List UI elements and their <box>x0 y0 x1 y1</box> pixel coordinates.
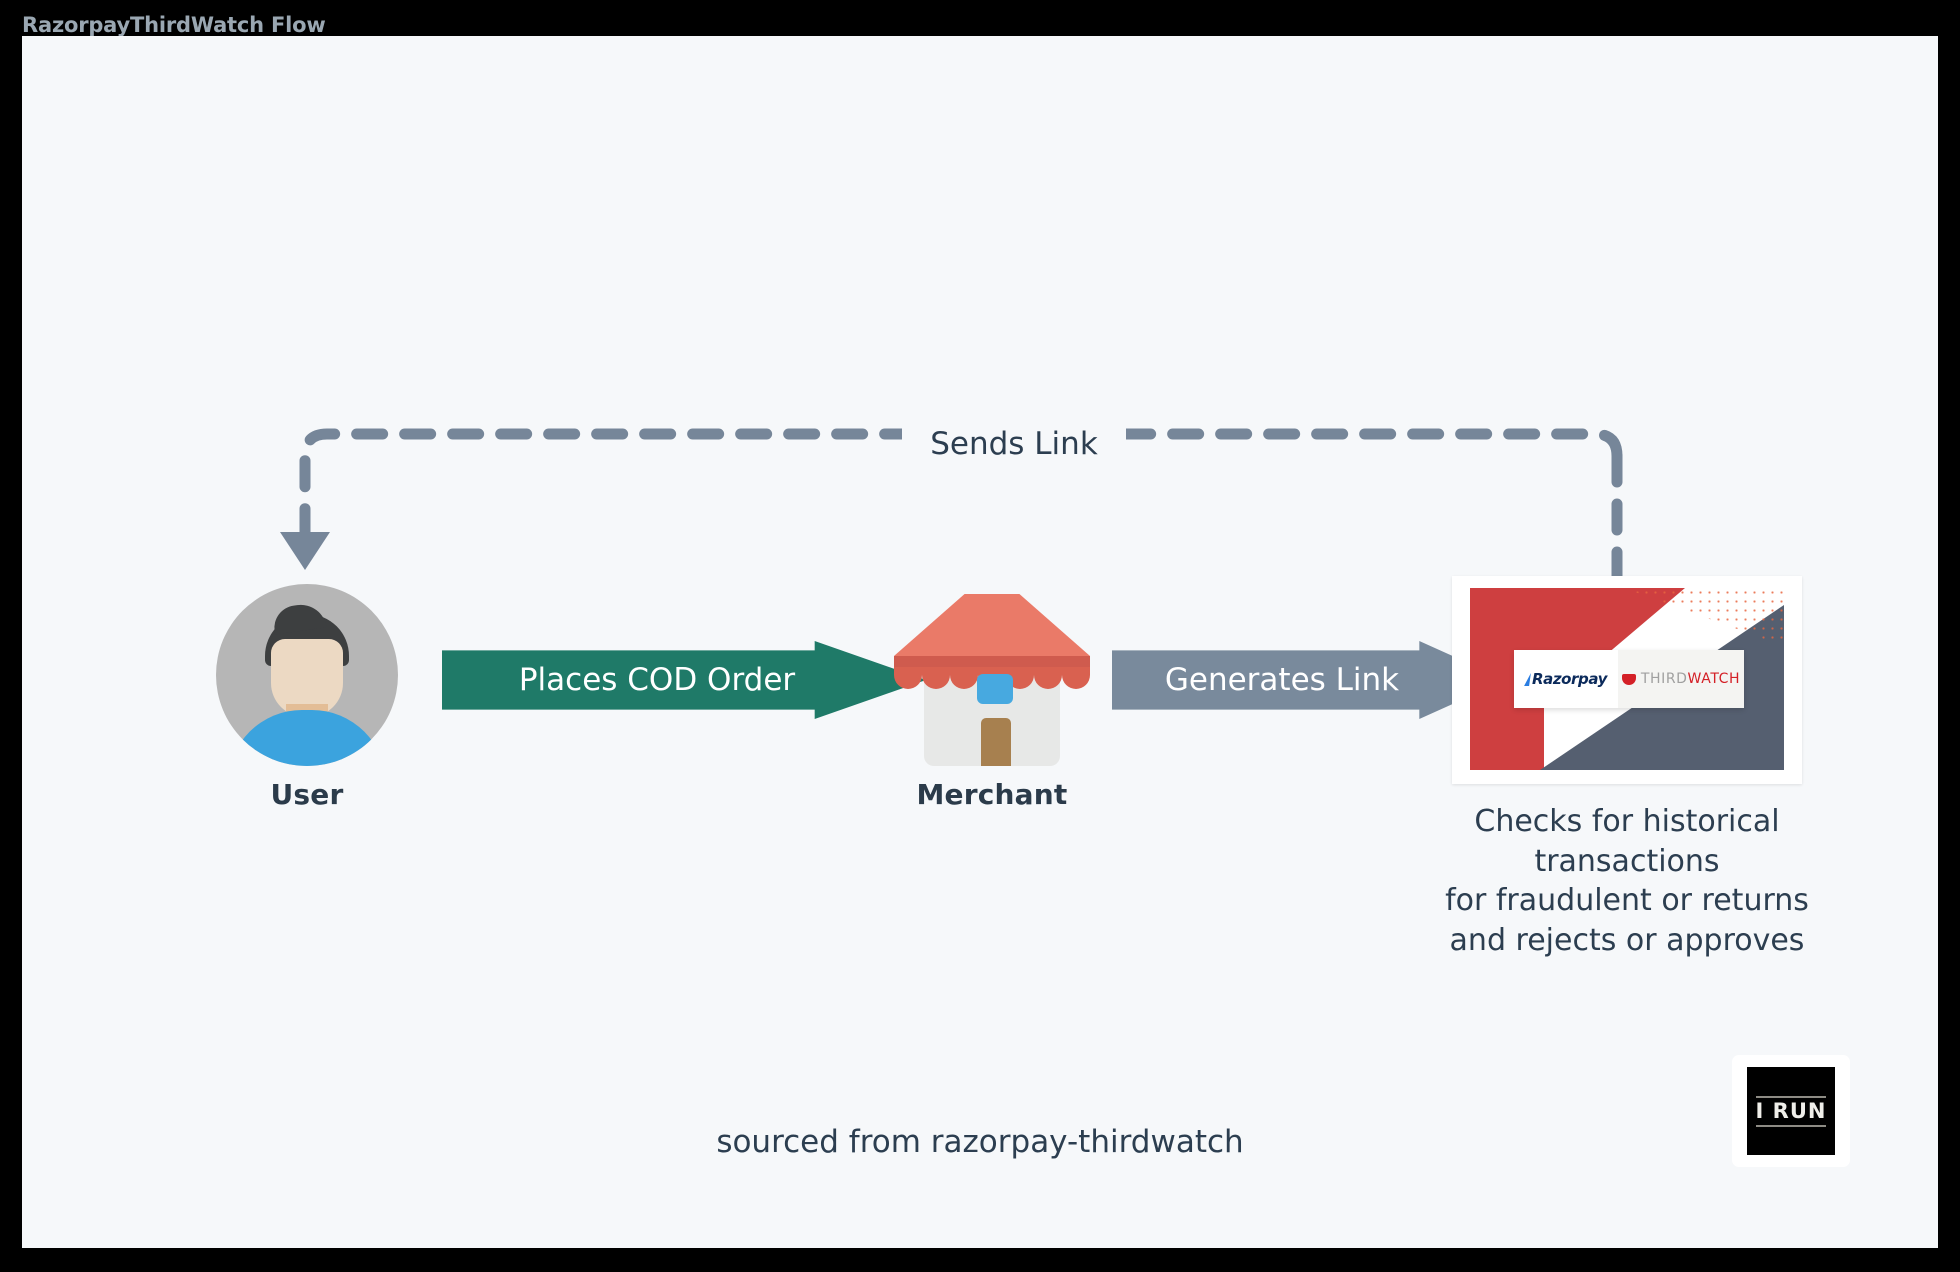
shop-door <box>981 718 1011 766</box>
thirdwatch-wordmark-a: THIRD <box>1640 671 1688 687</box>
shop-awning-roof <box>894 594 1090 656</box>
diagram-canvas: Sends Link Places COD Order Generates Li… <box>22 36 1938 1248</box>
thirdwatch-mark-icon <box>1621 673 1636 685</box>
edge-generates-link-label: Generates Link <box>1164 662 1400 698</box>
avatar-shirt <box>228 710 386 766</box>
window-title: RazorpayThirdWatch Flow <box>22 13 326 37</box>
razorpay-wordmark: Razorpay <box>1531 670 1608 688</box>
edge-generates-link[interactable]: Generates Link <box>1112 641 1506 719</box>
source-note: sourced from razorpay-thirdwatch <box>716 1124 1244 1160</box>
user-avatar-icon <box>216 584 398 766</box>
shop-storefront-icon <box>882 584 1102 766</box>
razorpay-logo: Razorpay <box>1514 650 1618 708</box>
i-run-badge-text: I RUN <box>1755 1095 1827 1127</box>
node-user[interactable]: User <box>212 584 402 811</box>
sends-link-label: Sends Link <box>902 426 1126 462</box>
i-run-badge-inner: I RUN <box>1747 1067 1835 1155</box>
node-merchant-label: Merchant <box>916 778 1068 811</box>
edge-places-cod-order[interactable]: Places COD Order <box>442 641 926 719</box>
shop-window <box>977 674 1013 704</box>
razorpay-thirdwatch-caption: Checks for historical transactions for f… <box>1445 804 1809 958</box>
thirdwatch-wordmark-b: WATCH <box>1687 671 1741 687</box>
edge-places-cod-order-label: Places COD Order <box>518 662 796 698</box>
node-user-label: User <box>270 778 344 811</box>
shop-awning-scallops <box>894 667 1090 689</box>
razorpay-mark-icon <box>1524 672 1531 686</box>
i-run-badge-logo: I RUN <box>1732 1055 1850 1167</box>
node-merchant[interactable]: Merchant <box>882 584 1102 811</box>
